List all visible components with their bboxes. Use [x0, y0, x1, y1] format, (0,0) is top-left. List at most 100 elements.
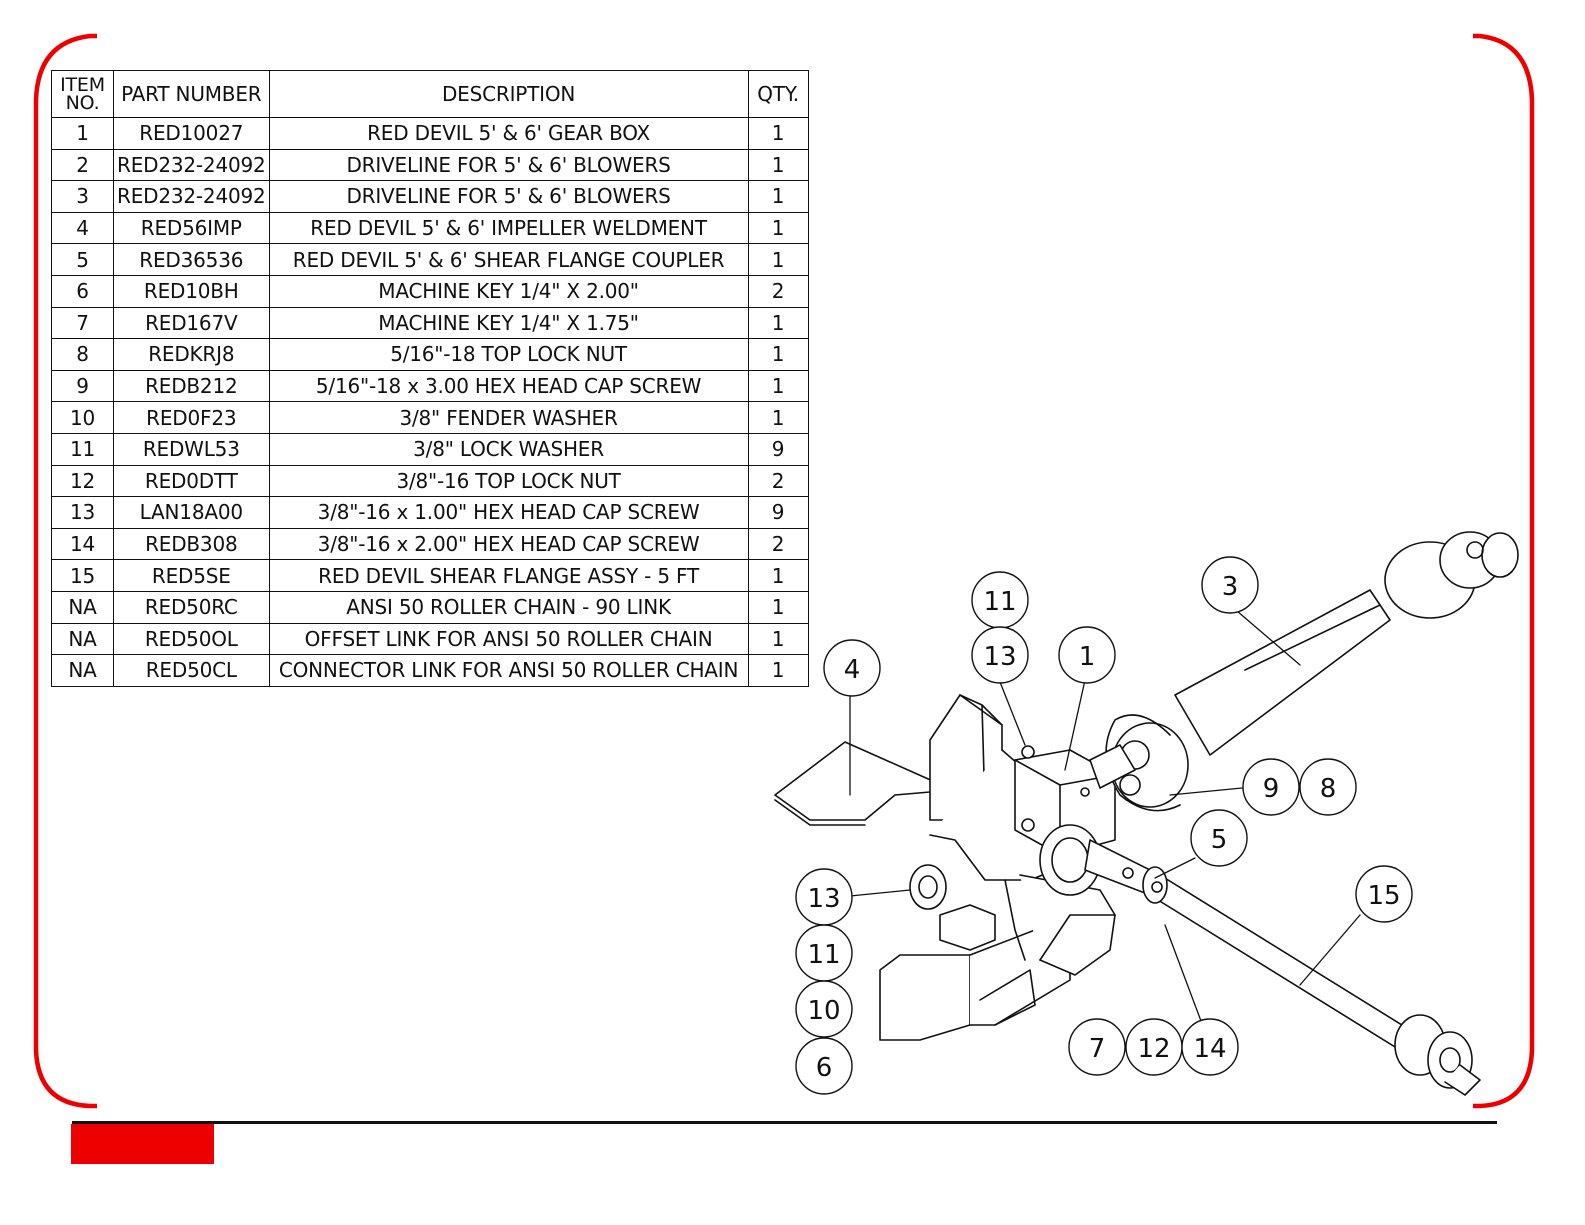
cell-item: 9 [51, 369, 114, 403]
cell-part-number: RED50RC [113, 590, 270, 624]
balloon-11-left: 11 [795, 924, 853, 982]
washer-stack [909, 864, 947, 910]
balloon-3: 3 [1201, 556, 1259, 614]
cell-item: 6 [51, 274, 114, 308]
cell-qty: 1 [747, 211, 809, 245]
cell-item: 12 [51, 464, 114, 498]
leader-lines [849, 604, 1361, 1046]
svg-text:6: 6 [816, 1053, 833, 1083]
balloon-4: 4 [823, 639, 881, 697]
balloon-5: 5 [1190, 809, 1248, 867]
cell-description: RED DEVIL 5' & 6' SHEAR FLANGE COUPLER [268, 243, 749, 276]
svg-text:9: 9 [1263, 774, 1280, 804]
cell-item: 14 [51, 527, 114, 561]
balloon-15: 15 [1355, 865, 1413, 923]
cell-part-number: RED232-24092 [113, 148, 270, 182]
cell-item: 5 [51, 243, 114, 276]
cell-description: CONNECTOR LINK FOR ANSI 50 ROLLER CHAIN [268, 654, 749, 687]
svg-text:1: 1 [1079, 642, 1096, 672]
balloon-10: 10 [795, 980, 853, 1038]
cell-item: 11 [51, 432, 114, 466]
upper-driveline [1089, 531, 1519, 812]
balloon-14: 14 [1181, 1018, 1239, 1076]
cell-qty: 1 [747, 117, 809, 150]
cell-part-number: RED232-24092 [113, 180, 270, 213]
frame-corner-top-left [33, 33, 97, 1109]
balloon-7: 7 [1068, 1018, 1126, 1076]
cell-description: 5/16"-18 x 3.00 HEX HEAD CAP SCREW [268, 369, 749, 403]
svg-text:4: 4 [844, 655, 861, 685]
cell-part-number: RED36536 [113, 243, 270, 276]
shear-flange-assembly [1084, 839, 1481, 1096]
cell-description: OFFSET LINK FOR ANSI 50 ROLLER CHAIN [268, 622, 749, 656]
cell-description: MACHINE KEY 1/4" X 2.00" [268, 274, 749, 308]
cell-qty: 2 [747, 527, 809, 561]
cell-description: ANSI 50 ROLLER CHAIN - 90 LINK [268, 590, 749, 624]
frame-corner-top-right [1473, 33, 1535, 1109]
cell-qty: 9 [747, 432, 809, 466]
svg-text:5: 5 [1211, 825, 1228, 855]
cell-description: 5/16"-18 TOP LOCK NUT [268, 338, 749, 371]
balloon-13-left: 13 [795, 868, 853, 926]
cell-item: NA [51, 654, 114, 687]
cell-part-number: RED5SE [113, 559, 270, 592]
cell-part-number: RED50CL [113, 654, 270, 687]
cell-qty: 1 [747, 338, 809, 371]
svg-text:7: 7 [1089, 1034, 1106, 1064]
header-qty: QTY. [747, 70, 809, 118]
svg-text:11: 11 [983, 587, 1016, 617]
cell-item: 13 [51, 496, 114, 529]
header-item-line1: ITEM [60, 74, 105, 96]
cell-qty: 2 [747, 274, 809, 308]
balloon-12: 12 [1125, 1018, 1183, 1076]
cell-qty: 2 [747, 464, 809, 498]
cell-qty: 1 [747, 148, 809, 182]
cell-qty: 1 [747, 306, 809, 340]
cell-description: 3/8"-16 TOP LOCK NUT [268, 464, 749, 498]
cell-part-number: RED0DTT [113, 464, 270, 498]
footer-rule [72, 1121, 1497, 1124]
cell-item: 8 [51, 338, 114, 371]
footer-accent-block [71, 1124, 214, 1164]
cell-item: 10 [51, 401, 114, 434]
cell-description: 3/8"-16 x 1.00" HEX HEAD CAP SCREW [268, 496, 749, 529]
svg-text:13: 13 [983, 642, 1016, 672]
svg-text:13: 13 [807, 884, 840, 914]
cell-part-number: RED10027 [113, 117, 270, 150]
balloon-1: 1 [1058, 626, 1116, 684]
svg-text:14: 14 [1193, 1034, 1226, 1064]
svg-text:8: 8 [1320, 774, 1337, 804]
balloon-9: 9 [1242, 758, 1300, 816]
cell-description: RED DEVIL SHEAR FLANGE ASSY - 5 FT [268, 559, 749, 592]
gear-box [1014, 745, 1116, 896]
cell-part-number: RED10BH [113, 274, 270, 308]
cell-item: NA [51, 622, 114, 656]
cell-description: DRIVELINE FOR 5' & 6' BLOWERS [268, 148, 749, 182]
header-part-number: PART NUMBER [113, 70, 270, 118]
balloon-6: 6 [795, 1037, 853, 1095]
cell-item: 4 [51, 211, 114, 245]
cell-item: 3 [51, 180, 114, 213]
cell-qty: 1 [747, 590, 809, 624]
cell-qty: 1 [747, 654, 809, 687]
cell-part-number: RED56IMP [113, 211, 270, 245]
balloons: 11 13 1 3 4 9 8 5 15 13 11 10 6 7 12 14 [795, 556, 1413, 1095]
header-description: DESCRIPTION [268, 70, 749, 118]
cell-description: 3/8" LOCK WASHER [268, 432, 749, 466]
cell-qty: 1 [747, 622, 809, 656]
cell-description: RED DEVIL 5' & 6' GEAR BOX [268, 117, 749, 150]
